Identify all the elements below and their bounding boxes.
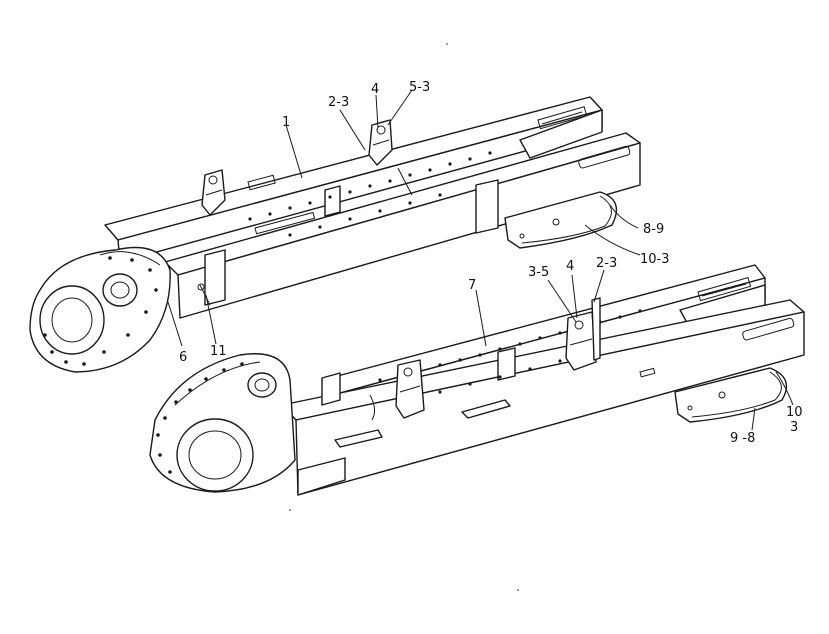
callout-5-3: 5-3 [409,80,430,95]
callout-4-upper: 4 [371,82,379,97]
callout-11: 11 [210,344,227,359]
upper-hole-row [248,151,492,237]
callout-2-3-lower: 2-3 [596,256,617,271]
callout-8-9: 8-9 [643,222,664,237]
callout-3-5: 3-5 [528,265,549,280]
upper-track-frame [29,96,641,373]
leader-lines [167,89,794,431]
upper-bracket-left [201,169,226,216]
callout-1: 1 [282,115,290,130]
callout-labels: 1 2-3 4 5-3 8-9 10-3 6 11 7 3-5 4 2-3 10… [179,80,803,446]
callout-7: 7 [468,278,476,293]
lower-bracket-right [565,297,601,371]
upper-sprocket-housing [29,246,171,373]
upper-bracket-right [368,119,393,166]
callout-10-3: 10-3 [640,252,670,267]
callout-4-lower: 4 [566,259,574,274]
callout-9-8: 9 -8 [730,431,755,446]
callout-10: 10 [786,405,803,420]
callout-3: 3 [790,420,798,435]
lower-track-frame [149,264,805,496]
lower-bracket-left [395,359,425,419]
callout-6: 6 [179,350,187,365]
callout-2-3-upper: 2-3 [328,95,349,110]
lower-sprocket-housing [149,353,296,493]
